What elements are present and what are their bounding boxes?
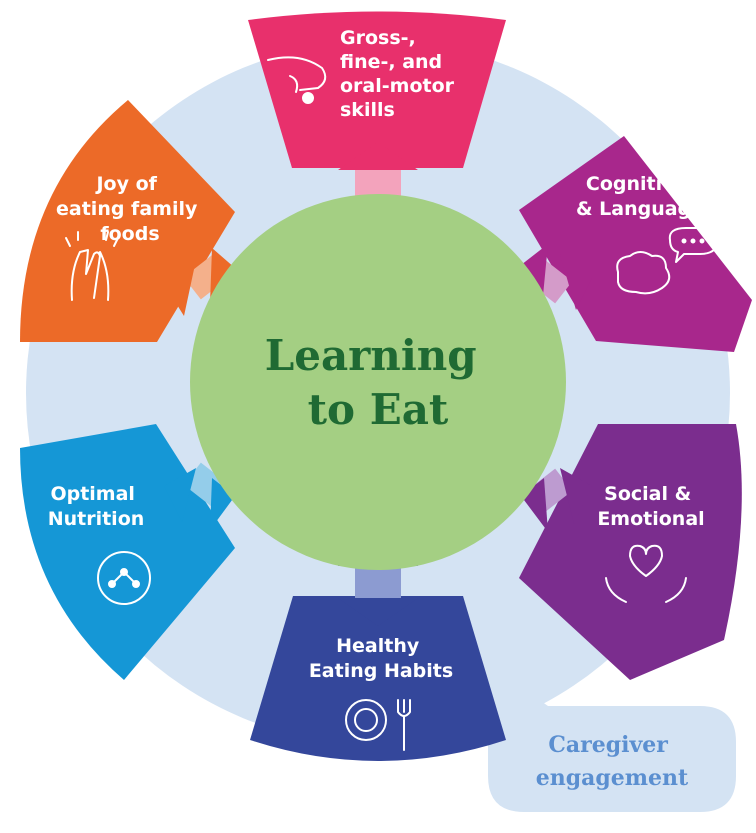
svg-text:Gross-, fine-, and: Gross-, fine-, and oral-motor skills [340, 27, 461, 121]
segment-motor: Gross-, fine-, and oral-motor skills [248, 11, 506, 228]
caregiver-label-line: engagement [536, 765, 689, 791]
segment-nutrition: Optimal Nutrition [20, 424, 235, 680]
segment-cognitive-line: & Language [576, 198, 704, 220]
segment-motor-shape [248, 11, 506, 168]
caregiver-label-line: Caregiver [548, 732, 668, 758]
segment-nutrition-line: Optimal [50, 483, 134, 505]
arrow-out-cognitive [560, 254, 592, 310]
brain-speech-icon [616, 227, 720, 295]
arrow-out-joy [164, 260, 196, 316]
svg-text:Healthy Eating Habits: Healthy Eating Habits [309, 635, 453, 682]
segment-habits-line: Healthy [336, 635, 420, 657]
arrow-down-habits [338, 598, 418, 626]
svg-text:Caregiver engagement: Caregiver engagement [536, 732, 689, 791]
segment-cognitive-line: Cognitive [586, 173, 688, 195]
segment-motor-line: fine-, and [340, 51, 442, 73]
hand-pinch-icon [267, 56, 327, 104]
segment-joy-line: eating family [56, 198, 198, 220]
svg-text:Cognitive & Language: Cognitive & Language [576, 173, 704, 220]
segment-joy-line: Joy of [94, 173, 157, 195]
heart-hands-icon [605, 544, 687, 603]
segment-joy: Joy of eating family foods [20, 100, 235, 342]
svg-text:Social & Emotional: Social & Emotional [597, 483, 704, 530]
svg-text:Learning to Eat: Learning to Eat [265, 331, 492, 434]
arrow-out-social [560, 468, 592, 524]
center-title-line1: Learning [265, 331, 477, 380]
segment-motor-line: skills [340, 99, 395, 121]
segment-social-line: Social & [604, 483, 691, 505]
arrow-out-nutrition [164, 468, 196, 522]
svg-text:Optimal Nutrition: Optimal Nutrition [48, 483, 145, 530]
segment-joy-line: foods [100, 223, 159, 245]
center-circle [190, 194, 566, 570]
segment-nutrition-line: Nutrition [48, 508, 145, 530]
segment-motor-line: Gross-, [340, 27, 416, 49]
molecule-icon [97, 551, 151, 605]
plate-fork-icon [345, 699, 411, 751]
arrow-up-motor [338, 142, 418, 170]
segment-social-line: Emotional [597, 508, 704, 530]
segment-social: Social & Emotional [519, 424, 742, 680]
caregiver-bubble [488, 690, 736, 812]
segment-habits-shape [250, 596, 506, 761]
arrow-in-nutrition [210, 478, 235, 530]
segment-habits-line: Eating Habits [309, 660, 453, 682]
svg-text:Joy of eating family: Joy of eating family foods [56, 173, 204, 245]
segment-motor-line: oral-motor [340, 75, 455, 97]
segment-cognitive: Cognitive & Language [519, 136, 752, 352]
high-five-icon [65, 231, 119, 301]
center-title-line2: to Eat [308, 385, 449, 434]
